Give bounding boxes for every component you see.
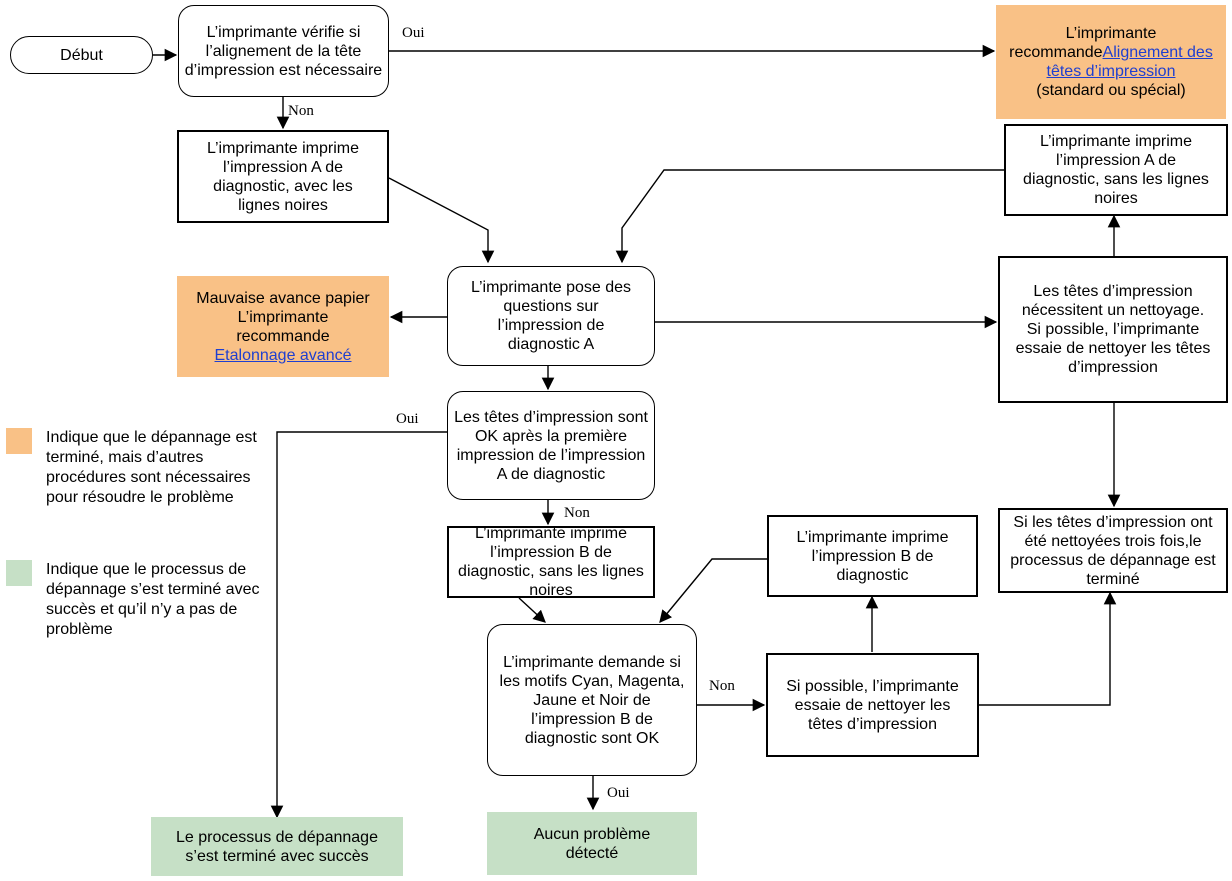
edge-label-no-patterns: Non bbox=[709, 678, 735, 694]
edge-label-yes-heads-ok: Oui bbox=[396, 411, 419, 427]
arrow-print-a-to-questions bbox=[388, 177, 495, 264]
head-alignment-link[interactable]: Alignement des têtes d’impression bbox=[1046, 44, 1213, 80]
start-label: Début bbox=[60, 46, 103, 64]
success-node: Le processus de dépannage s’est terminé … bbox=[151, 817, 403, 876]
ask-questions-a-label: L’imprimante pose des questions sur l’im… bbox=[470, 279, 632, 353]
recommend-alignment-text: L’imprimante recommandeAlignement des tê… bbox=[996, 24, 1226, 100]
print-b-without-lines-label: L’imprimante imprime l’impression B de d… bbox=[458, 525, 644, 599]
print-a-without-lines-label: L’imprimante imprime l’impression A de d… bbox=[1023, 133, 1209, 207]
bad-feed-node: Mauvaise avance papier L’imprimante reco… bbox=[177, 276, 389, 377]
legend-green-text: Indique que le processus de dépannage s’… bbox=[46, 561, 260, 638]
ask-patterns-b-node: L’imprimante demande si les motifs Cyan,… bbox=[487, 624, 697, 776]
print-a-without-lines-node: L’imprimante imprime l’impression A de d… bbox=[1004, 124, 1228, 216]
arrow-print-a2-to-questions bbox=[615, 169, 1004, 264]
legend-green-swatch bbox=[6, 560, 32, 586]
no-problem-label: Aucun problème détecté bbox=[533, 825, 651, 862]
legend-orange-swatch bbox=[6, 428, 32, 454]
print-a-with-lines-label: L’imprimante imprime l’impression A de d… bbox=[206, 139, 360, 214]
print-b-without-lines-node: L’imprimante imprime l’impression B de d… bbox=[447, 525, 655, 599]
success-label: Le processus de dépannage s’est terminé … bbox=[176, 828, 378, 865]
try-clean-node: Si possible, l’imprimante essaie de nett… bbox=[766, 653, 979, 757]
advanced-calibration-link[interactable]: Etalonnage avancé bbox=[214, 346, 352, 364]
edge-label-no-heads-ok: Non bbox=[564, 505, 590, 521]
arrow-print-b-to-patterns bbox=[518, 597, 546, 623]
check-alignment-node: L’imprimante vérifie si l’alignement de … bbox=[178, 5, 389, 97]
recommend-alignment-node: L’imprimante recommandeAlignement des tê… bbox=[996, 5, 1226, 119]
try-clean-label: Si possible, l’imprimante essaie de nett… bbox=[786, 677, 959, 733]
edge-label-yes-alignment: Oui bbox=[402, 25, 425, 41]
arrow-clean-to-three-times bbox=[979, 591, 1117, 706]
ask-questions-a-node: L’imprimante pose des questions sur l’im… bbox=[447, 266, 655, 366]
legend-orange-text: Indique que le dépannage est terminé, ma… bbox=[46, 429, 257, 506]
heads-need-cleaning-label: Les têtes d’impression nécessitent un ne… bbox=[1015, 283, 1211, 376]
heads-need-cleaning-node: Les têtes d’impression nécessitent un ne… bbox=[998, 256, 1228, 403]
bad-feed-text: Mauvaise avance papier L’imprimante reco… bbox=[177, 289, 389, 365]
bad-feed-prefix: Mauvaise avance papier L’imprimante reco… bbox=[196, 289, 370, 345]
no-problem-node: Aucun problème détecté bbox=[487, 812, 697, 875]
print-b-label: L’imprimante imprime l’impression B de d… bbox=[796, 528, 949, 584]
edge-label-no-alignment: Non bbox=[288, 103, 314, 119]
print-a-with-lines-node: L’imprimante imprime l’impression A de d… bbox=[177, 130, 389, 223]
arrow-print-b2-to-patterns bbox=[659, 558, 767, 623]
ask-patterns-b-label: L’imprimante demande si les motifs Cyan,… bbox=[499, 653, 685, 747]
heads-ok-node: Les têtes d’impression sont OK après la … bbox=[447, 391, 655, 500]
recommend-alignment-prefix: L’imprimante recommande bbox=[1009, 25, 1157, 61]
heads-ok-label: Les têtes d’impression sont OK après la … bbox=[454, 408, 648, 483]
check-alignment-label: L’imprimante vérifie si l’alignement de … bbox=[184, 23, 383, 79]
cleaned-three-times-node: Si les têtes d’impression ont été nettoy… bbox=[998, 508, 1228, 593]
print-b-node: L’imprimante imprime l’impression B de d… bbox=[767, 515, 978, 597]
recommend-alignment-suffix: (standard ou spécial) bbox=[1036, 82, 1186, 99]
edge-label-yes-patterns: Oui bbox=[607, 785, 630, 801]
arrow-heads-ok-to-success bbox=[270, 431, 447, 819]
start-node: Début bbox=[10, 36, 153, 74]
cleaned-three-times-label: Si les têtes d’impression ont été nettoy… bbox=[1010, 513, 1216, 588]
